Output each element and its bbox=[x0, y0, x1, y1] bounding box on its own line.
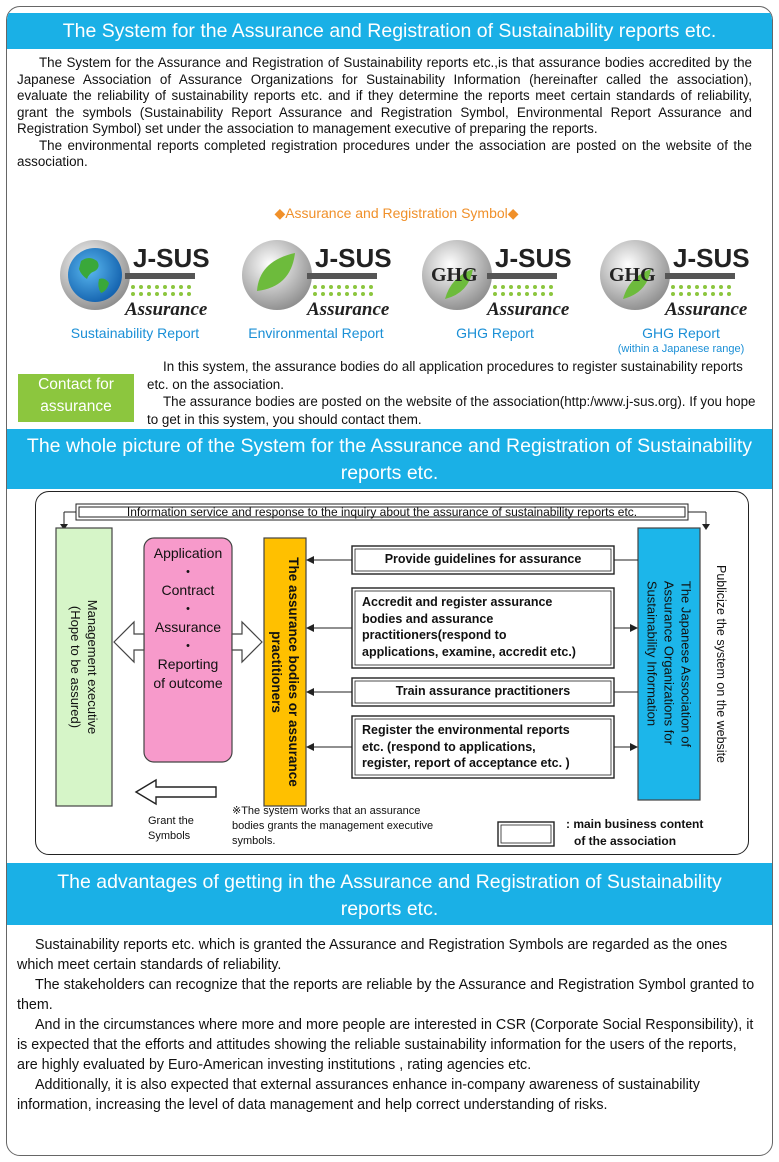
business-box-line: etc. (respond to applications, bbox=[362, 739, 536, 754]
advantages-paragraph: The stakeholders can recognize that the … bbox=[17, 977, 755, 1013]
contact-paragraph: In this system, the assurance bodies do … bbox=[147, 359, 743, 392]
logo-caption: Sustainability Report bbox=[70, 325, 200, 341]
process-step: Assurance bbox=[154, 619, 222, 635]
management-label: (Hope to be assured) bbox=[68, 605, 83, 729]
section-title-system: The System for the Assurance and Registr… bbox=[7, 13, 772, 49]
process-separator: ・ bbox=[181, 637, 195, 654]
publicize-label: Publicize the system on the website bbox=[714, 564, 728, 764]
assurance-bodies-box: The assurance bodies or assurance practi… bbox=[264, 538, 306, 806]
ghg-japan-report-logo: GHG J-SUS Assurance bbox=[600, 240, 749, 320]
business-box-line: applications, examine, accredit etc.) bbox=[362, 644, 576, 659]
page-frame: The System for the Assurance and Registr… bbox=[6, 6, 773, 1156]
publicize-label-box: Publicize the system on the website bbox=[706, 528, 736, 800]
contact-button-label: Contact for bbox=[38, 376, 114, 393]
contact-for-assurance-button[interactable]: Contact for assurance bbox=[18, 374, 134, 422]
note-line: symbols. bbox=[232, 835, 276, 847]
section-title-line: The advantages of getting in the Assuran… bbox=[57, 871, 722, 893]
svg-text:Assurance: Assurance bbox=[664, 299, 748, 320]
process-step: Contract bbox=[161, 582, 215, 598]
process-separator: ・ bbox=[181, 563, 195, 580]
svg-text:J-SUS: J-SUS bbox=[495, 243, 571, 273]
business-box-line: register, report of acceptance etc. ) bbox=[362, 756, 570, 770]
association-label: Sustainability Information bbox=[644, 580, 660, 727]
system-diagram: Information service and response to the … bbox=[35, 491, 749, 855]
grant-label-line: Grant the bbox=[148, 815, 194, 827]
svg-text:Assurance: Assurance bbox=[124, 299, 208, 320]
symbols-heading: ◆Assurance and Registration Symbol◆ bbox=[274, 205, 519, 221]
grant-label-line: Symbols bbox=[148, 830, 191, 842]
business-box-line: Accredit and register assurance bbox=[362, 595, 553, 609]
business-box-train: Train assurance practitioners bbox=[395, 684, 571, 698]
advantages-paragraph: And in the circumstances where more and … bbox=[17, 1017, 754, 1073]
svg-text:GHG: GHG bbox=[609, 264, 656, 286]
advantages-paragraph: Additionally, it is also expected that e… bbox=[17, 1077, 700, 1113]
business-box-line: practitioners(respond to bbox=[362, 628, 507, 642]
grant-symbols-label: Grant the Symbols bbox=[148, 814, 194, 844]
sustainability-report-logo: J-SUS Assurance bbox=[60, 240, 209, 320]
svg-text:Assurance: Assurance bbox=[486, 299, 570, 320]
business-box-line: bodies and assurance bbox=[362, 611, 494, 626]
system-note: ※The system works that an assurance bodi… bbox=[232, 804, 492, 849]
logo-caption: Environmental Report bbox=[248, 325, 384, 341]
advantages-text: Sustainability reports etc. which is gra… bbox=[17, 935, 757, 1115]
section-title-whole-picture: The whole picture of the System for the … bbox=[7, 429, 772, 489]
info-service-bar: Information service and response to the … bbox=[126, 505, 638, 519]
logo-caption: GHG Report bbox=[642, 325, 720, 341]
note-line: ※The system works that an assurance bbox=[232, 805, 421, 817]
section-title-line: The whole picture of the System for the … bbox=[26, 435, 753, 457]
svg-text:J-SUS: J-SUS bbox=[315, 243, 391, 273]
section-title-line: reports etc. bbox=[340, 898, 439, 920]
svg-text:Assurance: Assurance bbox=[306, 299, 390, 320]
business-box-line: Register the environmental reports bbox=[362, 723, 570, 737]
association-box: The Japanese Association of Assurance Or… bbox=[638, 528, 700, 800]
logo-subcaption: (within a Japanese range) bbox=[617, 343, 745, 355]
intro-text: The System for the Assurance and Registr… bbox=[17, 55, 752, 171]
intro-paragraph: The environmental reports completed regi… bbox=[17, 137, 752, 170]
intro-paragraph: The System for the Assurance and Registr… bbox=[17, 55, 752, 136]
environmental-report-logo: J-SUS Assurance bbox=[242, 240, 391, 320]
process-separator: ・ bbox=[181, 600, 195, 617]
svg-text:GHG: GHG bbox=[431, 264, 478, 286]
diagram-graphics bbox=[55, 503, 710, 847]
association-label: The Japanese Association of bbox=[678, 580, 694, 748]
section-title-line: reports etc. bbox=[340, 462, 439, 484]
process-box: Application ・ Contract ・ Assurance ・ Rep… bbox=[144, 544, 232, 692]
bodies-label: The assurance bodies or assurance bbox=[286, 557, 301, 787]
section-title-advantages: The advantages of getting in the Assuran… bbox=[7, 863, 772, 925]
legend-line: : main business content bbox=[566, 817, 704, 831]
legend-line: of the association bbox=[574, 834, 677, 848]
ghg-report-logo: GHG J-SUS Assurance bbox=[422, 240, 571, 320]
contact-paragraph: The assurance bodies are posted on the w… bbox=[147, 394, 756, 427]
management-label: Management executive bbox=[85, 599, 100, 735]
association-label: Assurance Organizations for bbox=[661, 580, 677, 745]
advantages-paragraph: Sustainability reports etc. which is gra… bbox=[17, 937, 728, 973]
management-executive-box: Management executive (Hope to be assured… bbox=[56, 528, 112, 806]
process-step: Reporting bbox=[157, 656, 219, 672]
legend-label: : main business content of the associati… bbox=[566, 816, 703, 850]
business-box-register: Register the environmental reports etc. … bbox=[362, 722, 612, 772]
process-step: of outcome bbox=[153, 674, 223, 691]
business-box-accredit: Accredit and register assurance bodies a… bbox=[362, 594, 612, 660]
note-line: bodies grants the management executive bbox=[232, 820, 434, 832]
process-step: Application bbox=[153, 545, 223, 561]
logo-caption: GHG Report bbox=[456, 325, 534, 341]
business-box-guidelines: Provide guidelines for assurance bbox=[384, 552, 582, 566]
contact-button-label: assurance bbox=[40, 398, 112, 415]
jsus-brand: J-SUS bbox=[133, 243, 209, 273]
bodies-label: practitioners bbox=[269, 631, 284, 713]
contact-text: In this system, the assurance bodies do … bbox=[147, 358, 759, 428]
svg-text:J-SUS: J-SUS bbox=[673, 243, 749, 273]
